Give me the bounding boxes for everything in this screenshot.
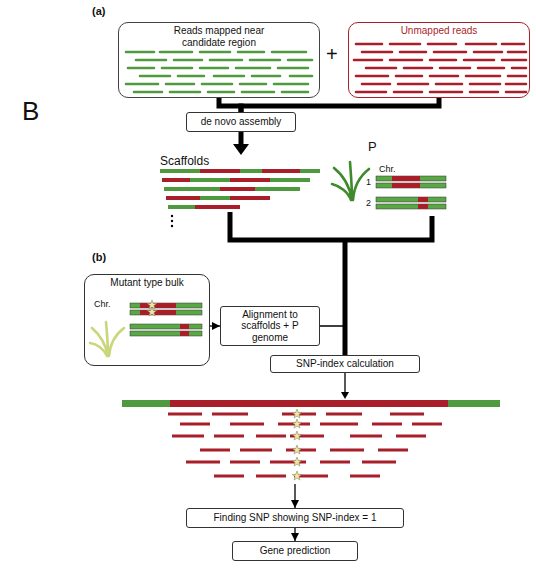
annotation-label: Chr.: [379, 165, 396, 174]
scaffold-red: [162, 171, 300, 207]
chromosome: [376, 183, 446, 188]
chromosome-segment: [180, 324, 189, 329]
node-text: Unmapped reads: [401, 25, 478, 37]
process-box: de novo assembly: [186, 112, 296, 132]
node-text: Alignment to scaffolds + P genome: [223, 309, 317, 344]
annotation-label: Scaffolds: [160, 155, 209, 167]
chromosome: [130, 310, 202, 315]
process-box: Mutant type bulk: [84, 274, 210, 366]
ellipsis-dot: [171, 225, 173, 227]
chromosome: [376, 197, 446, 202]
snp-star: [292, 419, 302, 428]
flow-connector: [219, 98, 241, 112]
mutant-plant: [90, 322, 124, 356]
ellipsis-dot: [171, 215, 173, 217]
process-box: SNP-index calculation: [270, 355, 420, 373]
flow-connector: [320, 326, 345, 355]
ellipsis-dot: [171, 220, 173, 222]
aligned-reads: [168, 414, 442, 476]
chromosome: [130, 324, 202, 329]
process-box: Gene prediction: [232, 541, 358, 561]
annotation-label: (b): [92, 252, 106, 263]
node-text: de novo assembly: [201, 116, 282, 128]
chromosome-segment: [392, 183, 420, 188]
mapped-reads: [126, 52, 312, 92]
flow-connector: [294, 528, 295, 541]
region-bar: [448, 400, 500, 407]
snp-star: [292, 445, 302, 454]
flow-connector: [241, 98, 439, 112]
flow-arrow-line: [239, 132, 244, 146]
annotation-label: B: [22, 98, 39, 124]
chromosome-segment: [418, 197, 428, 202]
chromosome-segment: [140, 310, 176, 315]
annotation-label: (a): [92, 6, 105, 17]
flow-connector: [210, 325, 220, 326]
process-box: Unmapped reads: [348, 22, 530, 98]
process-box: Alignment to scaffolds + P genome: [220, 306, 320, 346]
chromosome: [376, 176, 446, 181]
annotation-label: +: [326, 44, 338, 64]
snp-star: [292, 471, 302, 480]
annotation-label: 1: [366, 178, 371, 187]
flow-arrow-head: [341, 392, 349, 399]
region-bar: [122, 400, 170, 407]
annotation-label: Chr.: [94, 300, 111, 309]
scaffold-green: [160, 171, 320, 207]
flow-arrow-head: [233, 144, 249, 155]
chromosome-segment: [418, 204, 428, 209]
snp-star: [292, 431, 302, 440]
process-box: Reads mapped near candidate region: [118, 22, 320, 98]
chromosome: [376, 204, 446, 209]
chromosome: [130, 331, 202, 336]
node-text: Finding SNP showing SNP-index = 1: [214, 512, 377, 524]
snp-star: [292, 409, 302, 418]
mutation-star: [147, 307, 157, 316]
chromosome-segment: [140, 303, 176, 308]
flow-connector: [295, 373, 345, 508]
annotation-label: 2: [366, 199, 371, 208]
chromosome: [130, 303, 202, 308]
chromosome-segment: [180, 331, 189, 336]
node-text: SNP-index calculation: [296, 358, 394, 370]
chromosome-segment: [392, 176, 420, 181]
snp-star: [292, 457, 302, 466]
node-text: Reads mapped near candidate region: [163, 25, 275, 48]
process-box: Finding SNP showing SNP-index = 1: [186, 508, 404, 528]
node-text: Mutant type bulk: [110, 277, 183, 289]
parent-plant: [332, 162, 369, 200]
annotation-label: P: [368, 140, 377, 153]
unmapped-reads: [354, 44, 526, 92]
node-text: Gene prediction: [260, 545, 331, 557]
region-bar: [170, 400, 448, 407]
